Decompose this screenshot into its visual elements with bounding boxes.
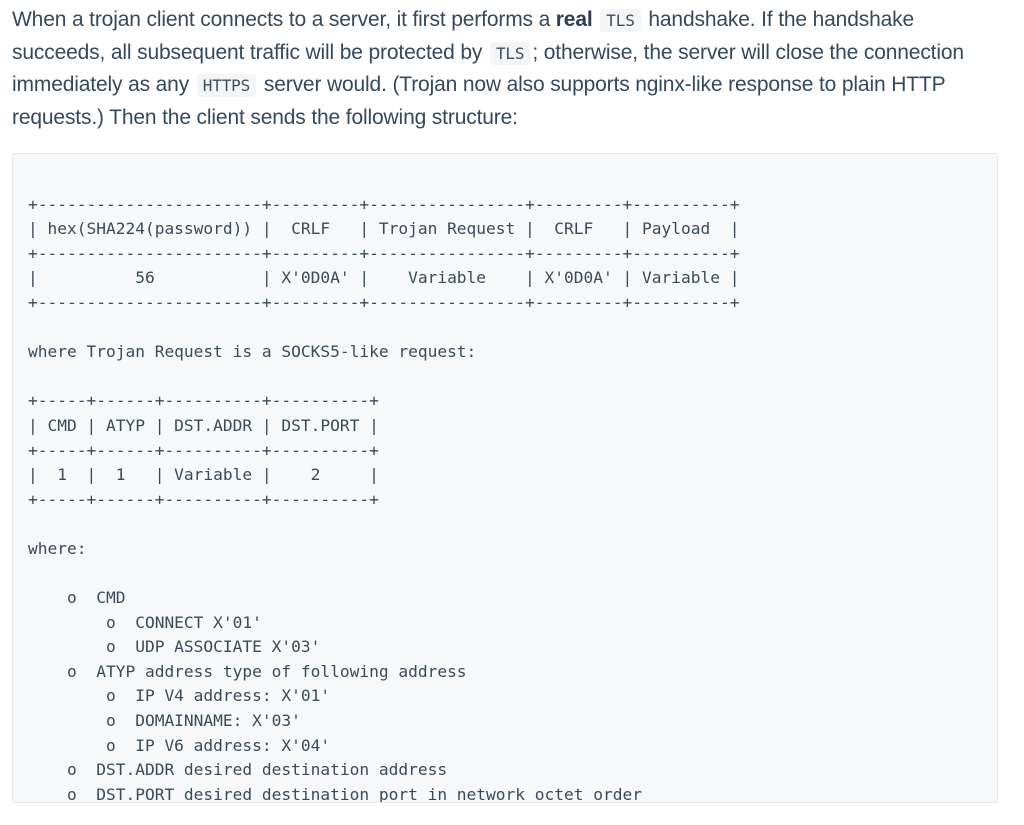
- intro-text-3: ; otherwise, the server will close the c…: [12, 40, 964, 97]
- intro-emphasis: real: [555, 8, 593, 31]
- intro-text-2: handshake. If the handshake succeeds, al…: [12, 8, 915, 64]
- inline-code-tls: TLS: [600, 9, 641, 32]
- document-page: When a trojan client connects to a serve…: [12, 4, 1012, 803]
- code-block-text[interactable]: +-----------------------+---------+-----…: [28, 194, 740, 803]
- intro-paragraph: When a trojan client connects to a serve…: [12, 4, 1012, 133]
- code-block: +-----------------------+---------+-----…: [12, 153, 998, 803]
- inline-code-https: HTTPS: [196, 74, 257, 97]
- intro-text-1: When a trojan client connects to a serve…: [12, 8, 556, 31]
- inline-code-tls-2: TLS: [489, 41, 531, 65]
- intro-text-4: server would. (Trojan now also supports …: [12, 73, 946, 129]
